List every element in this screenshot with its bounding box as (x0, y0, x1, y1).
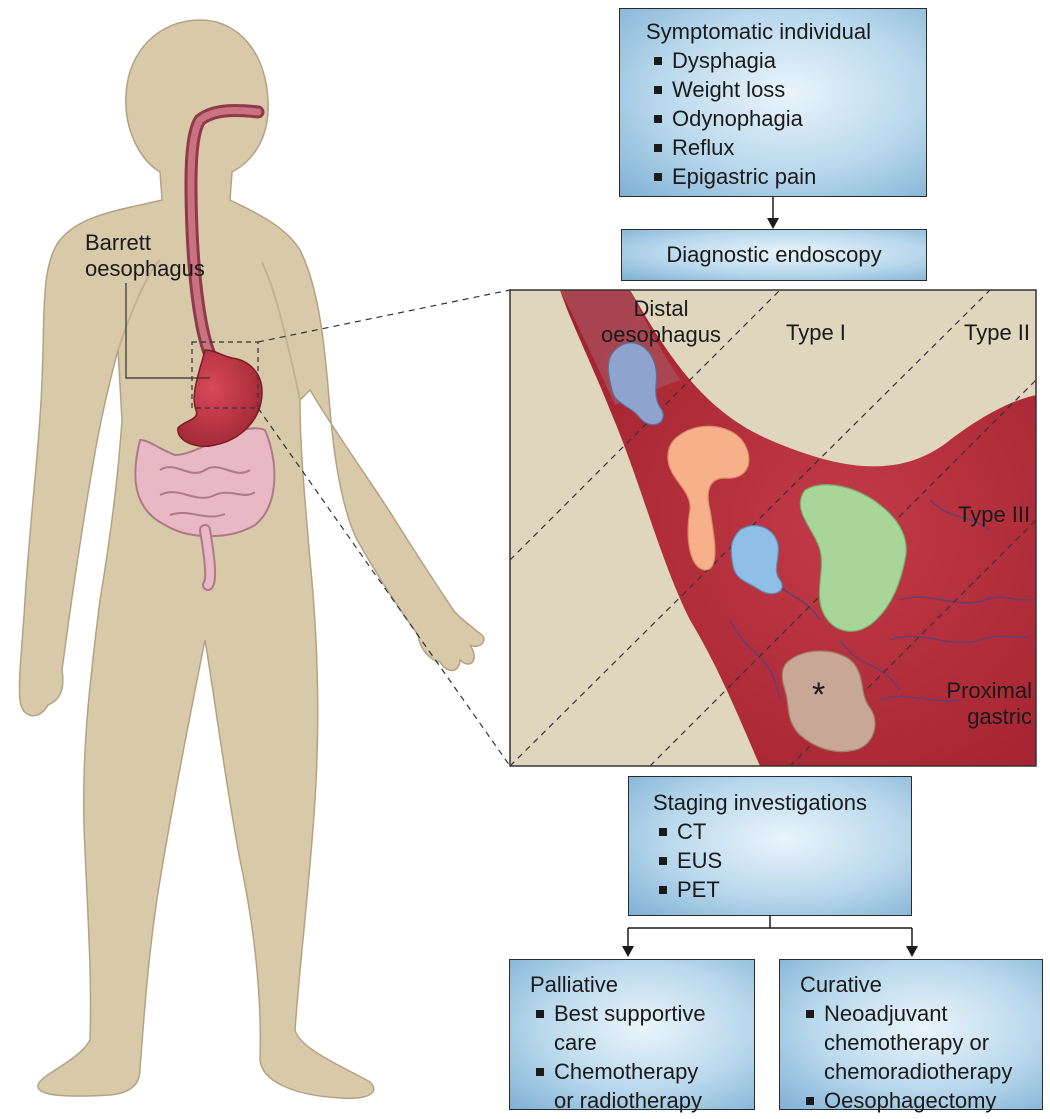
curative-title: Curative (800, 972, 882, 997)
barrett-label: Barrett oesophagus (85, 230, 205, 281)
symptom-item: Odynophagia (650, 104, 926, 133)
symptom-item: Weight loss (650, 75, 926, 104)
palliative-box: Palliative Best supportive care Chemothe… (509, 959, 755, 1113)
staging-box: Staging investigations CT EUS PET (628, 776, 912, 916)
inset-zoom (510, 290, 1036, 766)
curative-item: Oesophagectomy (802, 1086, 1042, 1115)
symptom-item: Reflux (650, 133, 926, 162)
symptom-item: Dysphagia (650, 46, 926, 75)
stomach (177, 349, 263, 447)
endoscopy-box: Diagnostic endoscopy (621, 229, 927, 281)
inset-frame (509, 289, 1037, 767)
type-3-label: Type III (958, 502, 1031, 527)
palliative-item: Chemotherapy or radiotherapy (532, 1057, 754, 1115)
type-2-label: Type II (964, 320, 1031, 345)
symptomatic-title: Symptomatic individual (646, 19, 871, 44)
endoscopy-title: Diagnostic endoscopy (666, 242, 882, 267)
symptomatic-box: Symptomatic individual Dysphagia Weight … (619, 8, 927, 197)
distal-oesophagus-label: Distal oesophagus (601, 296, 721, 347)
staging-item: PET (655, 875, 911, 904)
flow-connectors (622, 197, 918, 957)
proximal-gastric-label: Proximal gastric (946, 678, 1032, 729)
palliative-item: Best supportive care (532, 999, 754, 1057)
symptom-item: Epigastric pain (650, 162, 926, 191)
curative-item: Neoadjuvant chemotherapy or chemoradioth… (802, 999, 1042, 1086)
asterisk-marker: * (812, 676, 826, 714)
type-1-label: Type I (786, 320, 846, 345)
staging-title: Staging investigations (653, 790, 868, 815)
staging-item: CT (655, 817, 911, 846)
palliative-title: Palliative (530, 972, 619, 997)
human-body (18, 19, 485, 1100)
staging-item: EUS (655, 846, 911, 875)
intestines (134, 427, 276, 591)
curative-box: Curative Neoadjuvant chemotherapy or che… (779, 959, 1043, 1113)
